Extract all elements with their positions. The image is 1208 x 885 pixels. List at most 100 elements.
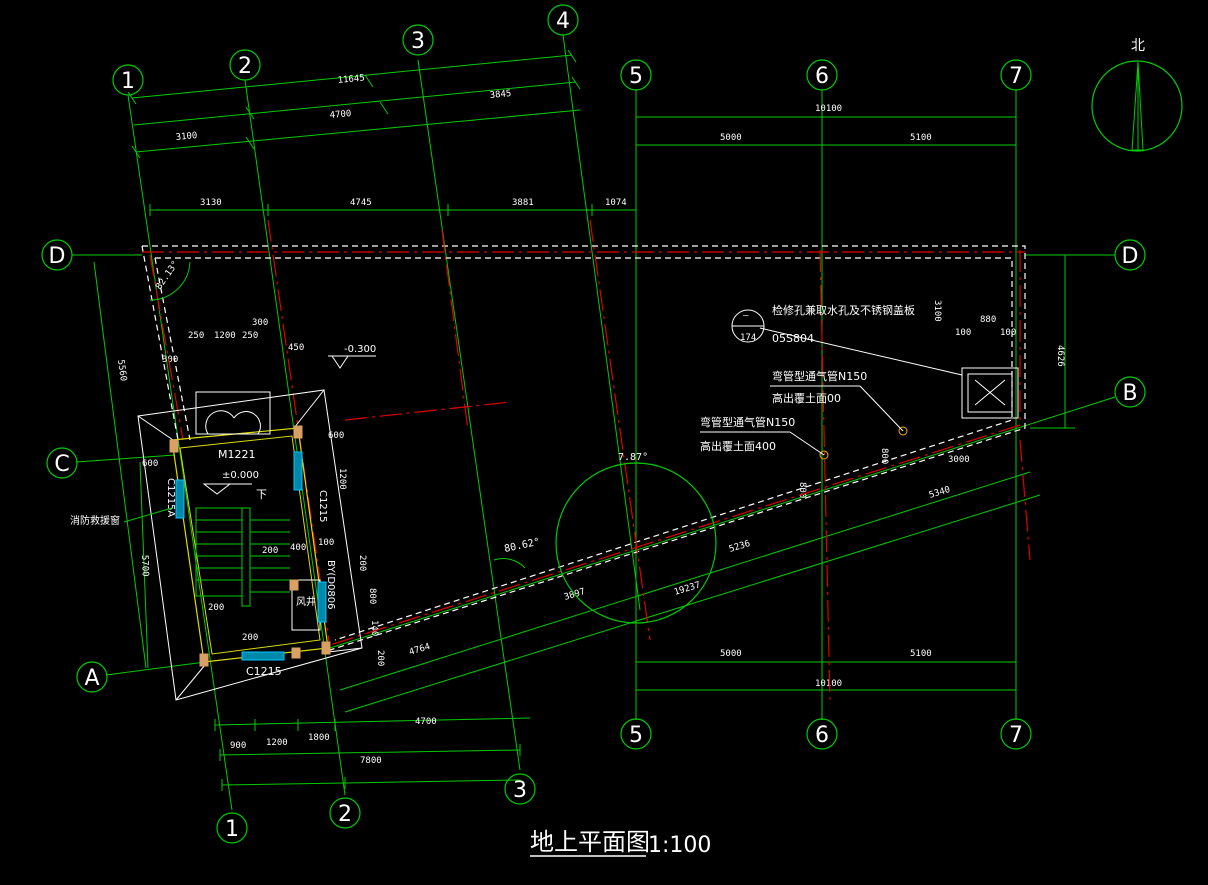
scale-text: 1:100 <box>648 833 711 858</box>
pipe1-label-a: 弯管型通气管N150 <box>772 369 867 383</box>
window-c1215a: C1215A <box>165 478 176 517</box>
dim-800-right: 800 <box>367 588 377 604</box>
dim-100-stair: 100 <box>318 538 334 548</box>
pipe2-label-a: 弯管型通气管N150 <box>700 415 795 429</box>
dim-200-stair: 200 <box>262 546 278 556</box>
manhole-idx-top: — <box>743 311 749 321</box>
dimension-lines <box>93 54 1075 786</box>
level-text: -0.300 <box>344 344 376 355</box>
dim-11645: 11645 <box>337 73 365 86</box>
dim-1074: 1074 <box>605 198 627 208</box>
dim-450: 450 <box>288 343 304 353</box>
dim-1800-bottom: 1800 <box>308 733 330 743</box>
window-c1215-bottom: C1215 <box>246 665 282 678</box>
manhole-label: 检修孔兼取水孔及不锈钢盖板 <box>772 303 915 317</box>
dim-200-bottom-left: 200 <box>208 603 224 613</box>
dim-4745: 4745 <box>350 198 372 208</box>
axis-label-7-bottom: 7 <box>1009 723 1023 748</box>
dim-10100-top: 10100 <box>815 104 842 114</box>
down-label: 下 <box>256 488 267 501</box>
dim-300-left: 300 <box>162 355 178 365</box>
dim-10100-bottom: 10100 <box>815 679 842 689</box>
dim-4764: 4764 <box>408 642 432 658</box>
dim-3881: 3881 <box>512 198 534 208</box>
dim-3130: 3130 <box>200 198 222 208</box>
dim-200-right-a: 200 <box>357 555 367 571</box>
dim-5340: 5340 <box>928 485 952 501</box>
shaft-label: 风井 <box>296 595 316 608</box>
manhole: — 174 检修孔兼取水孔及不锈钢盖板 05S804 <box>731 303 1019 419</box>
dim-3100-top: 3100 <box>175 131 198 143</box>
level-mark: -0.300 <box>328 344 376 369</box>
axis-label-6-bottom: 6 <box>815 723 829 748</box>
north-arrow: 北 <box>1091 38 1183 152</box>
dim-200-right-b: 200 <box>375 650 385 666</box>
dim-600-right: 600 <box>328 431 344 441</box>
dim-4700-top: 4700 <box>329 109 352 121</box>
dim-3000: 3000 <box>948 455 970 465</box>
dim-1200-stair: 1200 <box>214 331 236 341</box>
door-label: M1221 <box>218 448 256 461</box>
dim-140: 140 <box>369 620 379 636</box>
dim-5700: 5700 <box>139 555 150 577</box>
dim-5000-top: 5000 <box>720 133 742 143</box>
axis-label-5-bottom: 5 <box>629 723 643 748</box>
title-text: 地上平面图 <box>530 828 650 856</box>
corner-angle: 82.13° <box>149 259 191 301</box>
dim-5560: 5560 <box>115 359 128 382</box>
dim-100-a: 100 <box>955 328 971 338</box>
pipe1-label-b: 高出覆土面00 <box>772 391 841 405</box>
axis-label-5: 5 <box>629 64 643 89</box>
axis-label-6: 6 <box>815 64 829 89</box>
dim-250-b: 250 <box>242 331 258 341</box>
dim-3845: 3845 <box>489 89 512 101</box>
dim-1200-right: 1200 <box>337 468 347 490</box>
axis-label-4: 4 <box>556 9 570 34</box>
dim-250-a: 250 <box>188 331 204 341</box>
angle-7: 7.87° <box>618 452 648 463</box>
axis-label-3: 3 <box>411 29 425 54</box>
dim-5000-bottom: 5000 <box>720 649 742 659</box>
dim-200-bottom: 200 <box>242 633 258 643</box>
dim-1200-bottom: 1200 <box>266 738 288 748</box>
corner-angle-text: 82.13° <box>154 259 181 291</box>
vent-label: BY(D0806 <box>325 560 336 609</box>
vent-pipes: 弯管型通气管N150 高出覆土面00 弯管型通气管N150 高出覆土面400 <box>700 369 908 460</box>
dim-100-b: 100 <box>1000 328 1016 338</box>
angle-80: 80.62° <box>503 537 541 555</box>
stair-labels: M1221 ±0.000 下 C1215 C1215 C1215A BY(D08… <box>70 448 336 678</box>
pipe2-label-b: 高出覆土面400 <box>700 439 776 453</box>
dim-880: 880 <box>980 315 996 325</box>
axis-labels: 1 2 3 4 5 6 7 D D B C A 5 6 7 3 2 1 <box>49 9 1139 842</box>
dim-800-pipe2: 800 <box>879 448 889 464</box>
dim-5236: 5236 <box>728 539 752 555</box>
dim-4626: 4626 <box>1055 345 1065 367</box>
axis-label-B: B <box>1122 381 1137 406</box>
axis-label-2-bottom: 2 <box>338 802 352 827</box>
window-c1215-right: C1215 <box>317 490 328 522</box>
drawing-title: 地上平面图 1:100 <box>530 828 711 858</box>
axis-label-1-bottom: 1 <box>225 817 239 842</box>
manhole-idx: 174 <box>740 333 756 343</box>
axis-bubbles <box>41 4 1146 844</box>
axis-label-2: 2 <box>238 54 252 79</box>
stair-tower <box>137 389 363 701</box>
axis-label-D-right: D <box>1122 244 1139 269</box>
dim-4700-bottom: 4700 <box>415 717 437 727</box>
axis-label-7: 7 <box>1009 64 1023 89</box>
axis-label-1: 1 <box>121 69 135 94</box>
dim-3100-right: 3100 <box>932 300 942 322</box>
dim-800-pipe1: 800 <box>797 482 807 498</box>
axis-label-3-bottom: 3 <box>513 778 527 803</box>
dim-600-left: 600 <box>142 459 158 469</box>
dimension-ticks <box>127 49 1017 791</box>
dim-900: 900 <box>230 741 246 751</box>
manhole-ref: 05S804 <box>772 332 814 345</box>
fire-rescue-window-label: 消防救援窗 <box>70 514 120 527</box>
axis-lines <box>72 34 1116 811</box>
north-label: 北 <box>1131 38 1145 54</box>
dim-300-top: 300 <box>252 318 268 328</box>
dim-7800: 7800 <box>360 756 382 766</box>
red-centerlines <box>142 219 1031 701</box>
